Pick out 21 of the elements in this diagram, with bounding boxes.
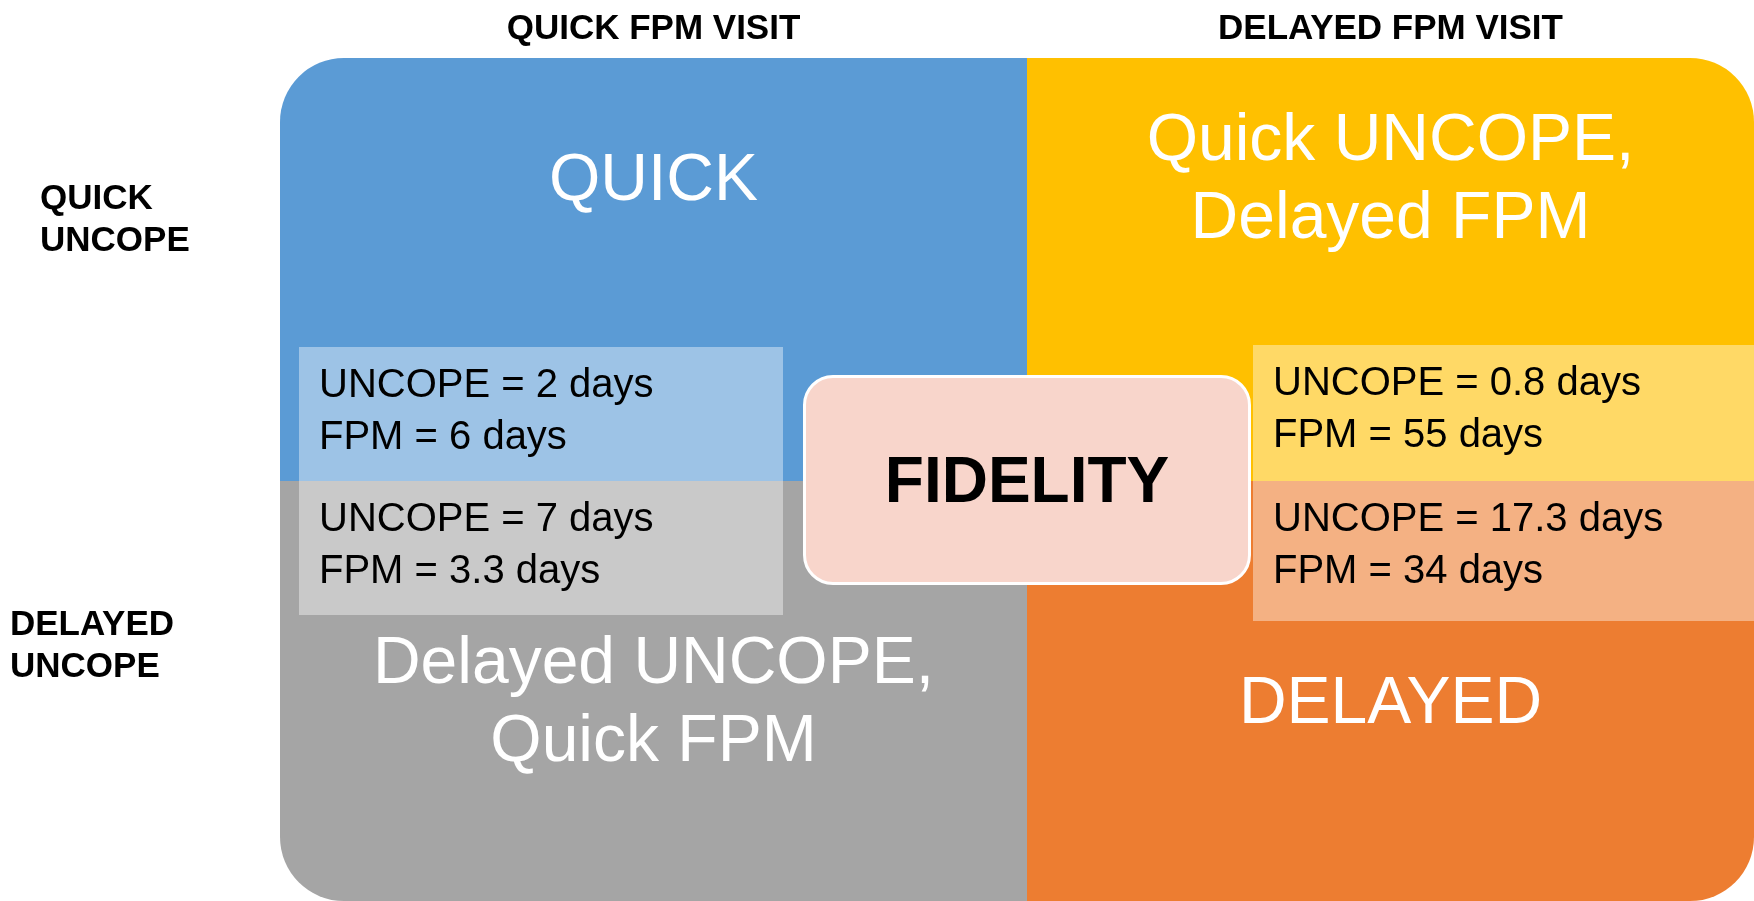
duration-text: UNCOPE = 2 days	[319, 360, 654, 407]
duration-text: FPM = 34 days	[1273, 546, 1544, 593]
quadrant-title: Delayed UNCOPE, Quick FPM	[371, 622, 936, 777]
duration-text: FPM = 3.3 days	[319, 546, 601, 593]
row-header: QUICK UNCOPE	[40, 176, 191, 260]
stat-panel	[299, 481, 783, 615]
duration-text: FPM = 6 days	[319, 412, 567, 459]
quadrant-title: DELAYED	[1237, 662, 1544, 739]
duration-text: UNCOPE = 17.3 days	[1273, 494, 1664, 541]
column-header: QUICK FPM VISIT	[506, 6, 801, 48]
center-label-box: FIDELITY	[803, 375, 1251, 585]
stat-panel	[299, 347, 783, 481]
stat-panel	[1253, 481, 1754, 621]
quadrant-title: QUICK	[548, 139, 759, 216]
row-header: DELAYED UNCOPE	[10, 602, 176, 686]
stat-panel	[1253, 345, 1754, 481]
duration-text: FPM = 55 days	[1273, 410, 1544, 457]
column-header: DELAYED FPM VISIT	[1218, 6, 1563, 48]
duration-text: UNCOPE = 7 days	[319, 494, 654, 541]
quadrant-title: Quick UNCOPE, Delayed FPM	[1145, 99, 1636, 254]
duration-text: UNCOPE = 0.8 days	[1273, 358, 1641, 405]
